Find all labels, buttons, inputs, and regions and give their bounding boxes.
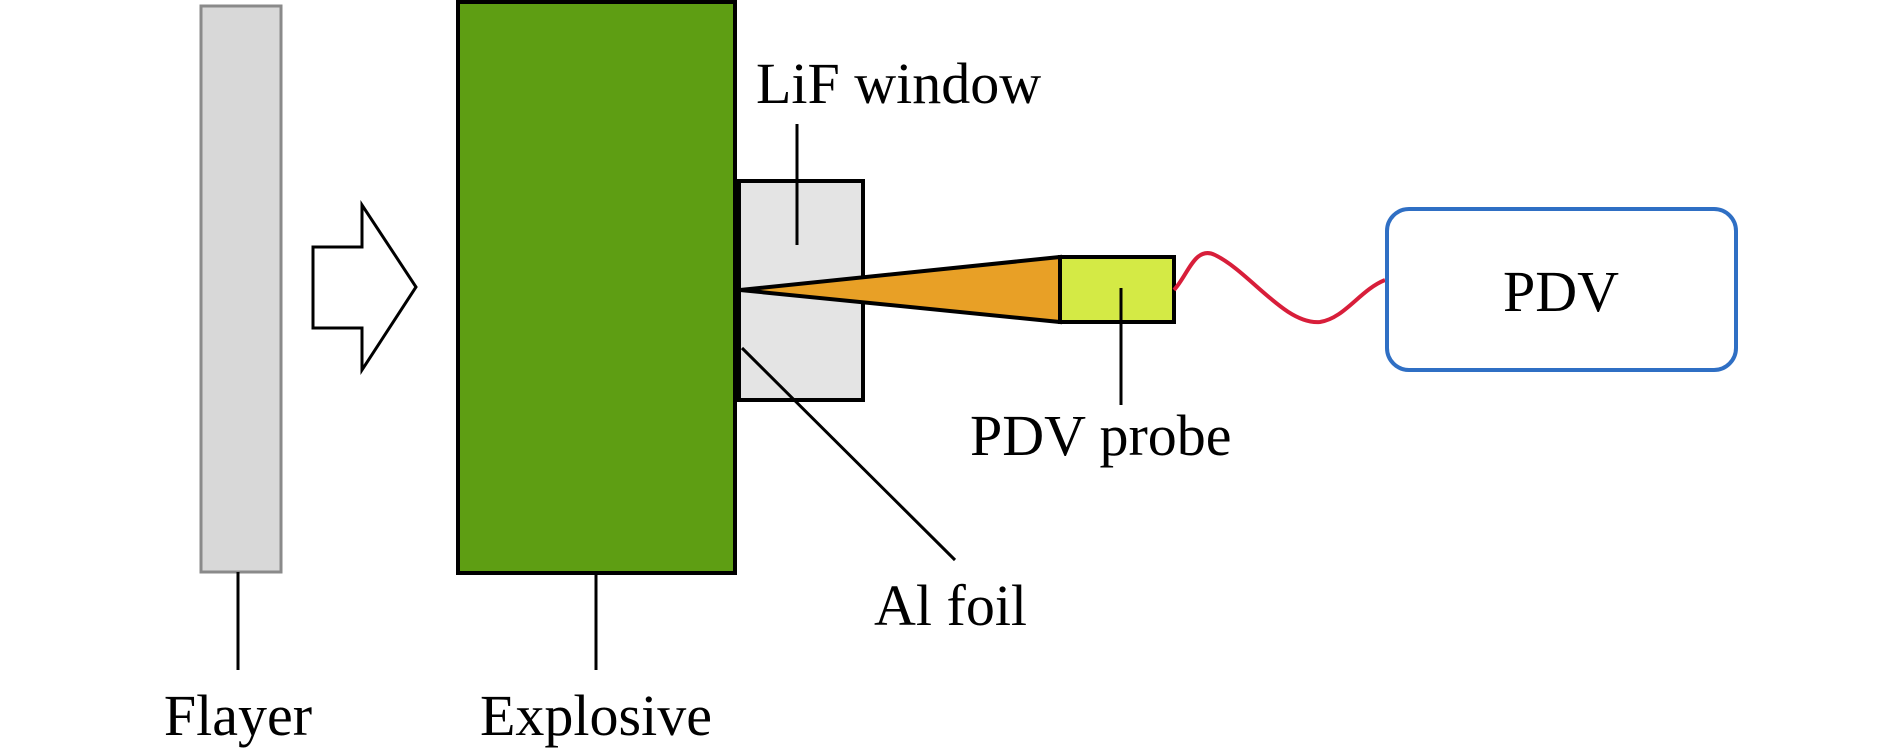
explosive-block — [456, 0, 737, 575]
direction-arrow — [311, 199, 418, 376]
lif-window-label: LiF window — [756, 51, 1041, 116]
fiber-cable — [1172, 251, 1386, 325]
al-foil-label: Al foil — [874, 573, 1027, 638]
flayer-plate — [199, 4, 283, 574]
flayer-label: Flayer — [164, 683, 312, 748]
pdv-instrument-label: PDV — [1503, 259, 1619, 324]
pdv-instrument-box — [1385, 207, 1738, 372]
pdv-probe-head — [1058, 255, 1176, 324]
al-foil-leader-line — [740, 346, 957, 562]
explosive-label: Explosive — [480, 683, 712, 748]
pdv-probe-label: PDV probe — [970, 403, 1232, 468]
